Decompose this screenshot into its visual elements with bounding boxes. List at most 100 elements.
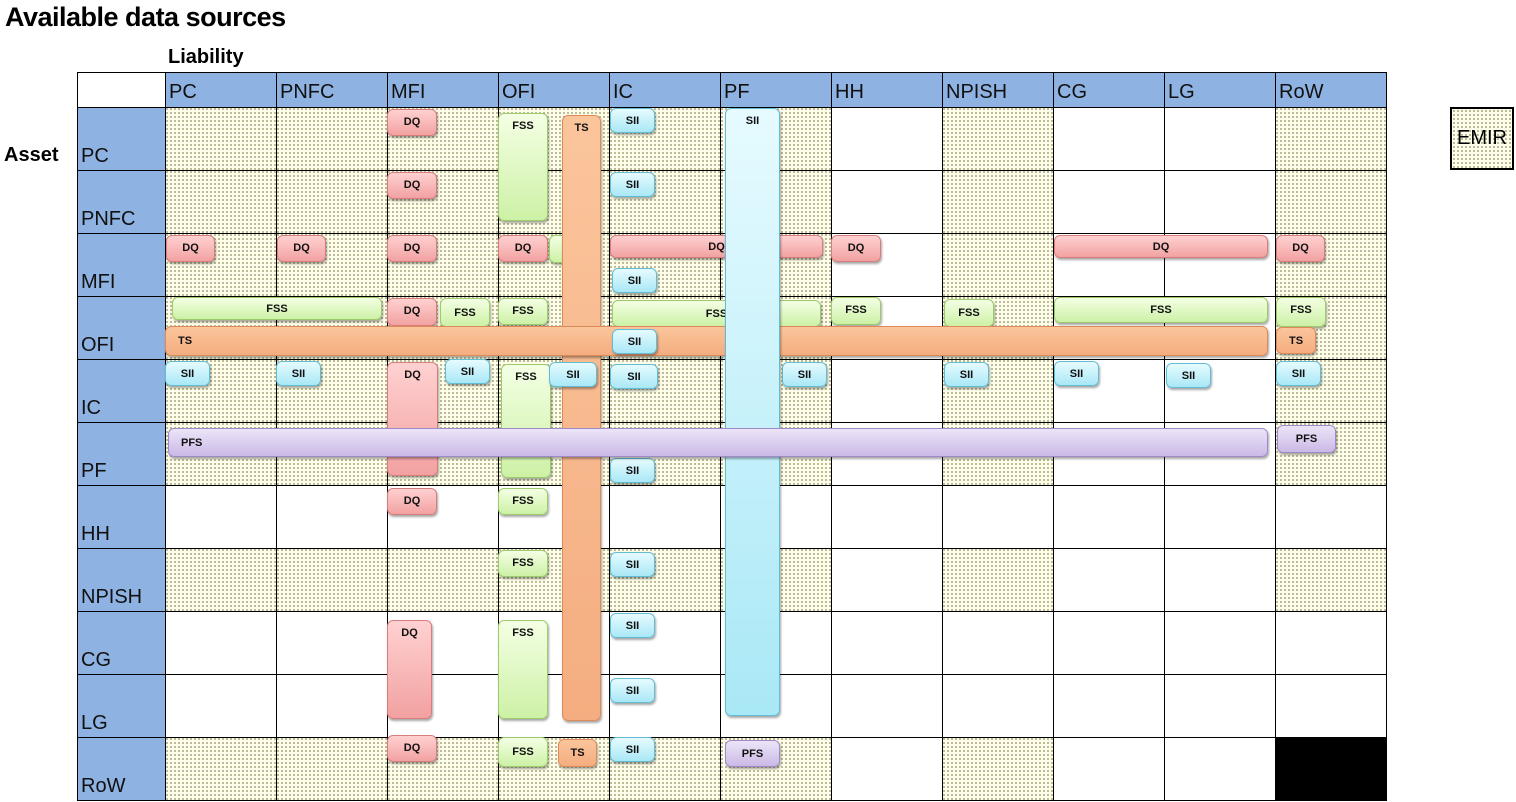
matrix-cell bbox=[165, 548, 276, 611]
matrix-cell bbox=[609, 170, 720, 233]
dq-source-box: DQ bbox=[387, 109, 437, 136]
matrix-cell bbox=[1053, 548, 1164, 611]
column-header-ofi: OFI bbox=[498, 72, 609, 107]
column-header-pf: PF bbox=[720, 72, 831, 107]
sii-source-box: SII bbox=[610, 364, 658, 389]
matrix-cell bbox=[276, 107, 387, 170]
sii-source-box: SII bbox=[612, 329, 657, 354]
row-header-mfi: MFI bbox=[77, 233, 165, 296]
dq-source-box: DQ bbox=[166, 235, 215, 262]
sii-source-box: SII bbox=[165, 361, 210, 386]
matrix-cell bbox=[165, 737, 276, 800]
matrix-cell bbox=[1164, 548, 1275, 611]
column-header-ic: IC bbox=[609, 72, 720, 107]
fss-source-box: FSS bbox=[440, 298, 490, 327]
matrix-cell bbox=[609, 485, 720, 548]
sii-source-box: SII bbox=[610, 458, 655, 483]
grid-line bbox=[1386, 72, 1387, 801]
sii-source-box: SII bbox=[1054, 361, 1099, 386]
row-header-pc: PC bbox=[77, 107, 165, 170]
sii-source-box: SII bbox=[610, 108, 655, 133]
column-header-cg: CG bbox=[1053, 72, 1164, 107]
matrix-cell bbox=[1164, 107, 1275, 170]
fss-source-box: FSS bbox=[1054, 297, 1268, 323]
matrix-cell bbox=[942, 674, 1053, 737]
matrix-cell bbox=[942, 107, 1053, 170]
asset-axis-label: Asset bbox=[4, 144, 59, 166]
matrix-cell bbox=[276, 611, 387, 674]
dq-source-box: DQ bbox=[1054, 235, 1268, 258]
sii-source-box: SII bbox=[944, 362, 989, 387]
matrix-cell bbox=[942, 170, 1053, 233]
matrix-cell bbox=[1164, 170, 1275, 233]
page-title: Available data sources bbox=[5, 2, 286, 32]
matrix-cell bbox=[1053, 485, 1164, 548]
sii-source-box: SII bbox=[276, 361, 321, 386]
matrix-cell bbox=[165, 674, 276, 737]
matrix-cell bbox=[942, 548, 1053, 611]
fss-source-box: FSS bbox=[498, 737, 548, 767]
row-header-cg: CG bbox=[77, 611, 165, 674]
ts-source-box: TS bbox=[562, 115, 601, 721]
dq-source-box: DQ bbox=[387, 620, 432, 719]
matrix-cell bbox=[1275, 548, 1386, 611]
dq-source-box: DQ bbox=[387, 235, 437, 262]
matrix-cell bbox=[942, 611, 1053, 674]
matrix-cell bbox=[1275, 170, 1386, 233]
matrix-cell bbox=[165, 485, 276, 548]
pfs-source-box: PFS bbox=[168, 428, 1268, 457]
grid-line bbox=[77, 737, 1387, 738]
matrix-cell bbox=[387, 737, 498, 800]
sii-source-box: SII bbox=[445, 359, 490, 384]
row-header-pf: PF bbox=[77, 422, 165, 485]
dq-source-box: DQ bbox=[387, 298, 437, 326]
sii-source-box: SII bbox=[782, 362, 827, 387]
dq-source-box: DQ bbox=[387, 735, 437, 762]
matrix-cell bbox=[165, 611, 276, 674]
row-header-ic: IC bbox=[77, 359, 165, 422]
grid-line bbox=[77, 107, 1387, 108]
excluded-cell bbox=[1275, 737, 1386, 800]
matrix-cell bbox=[165, 170, 276, 233]
sii-source-box: SII bbox=[610, 552, 655, 577]
dq-source-box: DQ bbox=[498, 235, 548, 262]
fss-source-box: FSS bbox=[944, 299, 994, 327]
grid-line bbox=[1275, 72, 1276, 801]
emir-legend: EMIR bbox=[1450, 107, 1514, 170]
pfs-source-box: PFS bbox=[1277, 425, 1336, 453]
matrix-cell bbox=[387, 233, 498, 296]
sii-source-box: SII bbox=[612, 268, 657, 293]
ts-source-box: TS bbox=[1276, 327, 1316, 354]
dq-source-box: DQ bbox=[1276, 235, 1325, 262]
dq-source-box: DQ bbox=[387, 172, 437, 199]
fss-source-box: FSS bbox=[498, 550, 548, 577]
column-header-pc: PC bbox=[165, 72, 276, 107]
sii-source-box: SII bbox=[725, 108, 780, 716]
column-header-row: RoW bbox=[1275, 72, 1386, 107]
row-header-row: RoW bbox=[77, 737, 165, 800]
matrix-cell bbox=[1053, 107, 1164, 170]
fss-source-box: FSS bbox=[831, 297, 881, 325]
matrix-cell bbox=[276, 485, 387, 548]
dq-source-box: DQ bbox=[610, 235, 823, 258]
matrix-cell bbox=[1275, 485, 1386, 548]
sii-source-box: SII bbox=[610, 613, 655, 638]
row-header-pnfc: PNFC bbox=[77, 170, 165, 233]
matrix-cell bbox=[942, 737, 1053, 800]
matrix-cell bbox=[942, 359, 1053, 422]
matrix-cell bbox=[831, 359, 942, 422]
fss-source-box: FSS bbox=[498, 620, 548, 719]
fss-source-box: FSS bbox=[172, 297, 382, 320]
sii-source-box: SII bbox=[1276, 361, 1321, 386]
sii-source-box: SII bbox=[549, 362, 597, 387]
matrix-cell bbox=[1053, 611, 1164, 674]
dq-source-box: DQ bbox=[831, 235, 881, 262]
matrix-cell bbox=[942, 233, 1053, 296]
matrix-cell bbox=[1275, 611, 1386, 674]
matrix-cell bbox=[276, 170, 387, 233]
fss-source-box: FSS bbox=[498, 298, 548, 325]
matrix-cell bbox=[276, 737, 387, 800]
matrix-cell bbox=[276, 548, 387, 611]
row-header-npish: NPISH bbox=[77, 548, 165, 611]
